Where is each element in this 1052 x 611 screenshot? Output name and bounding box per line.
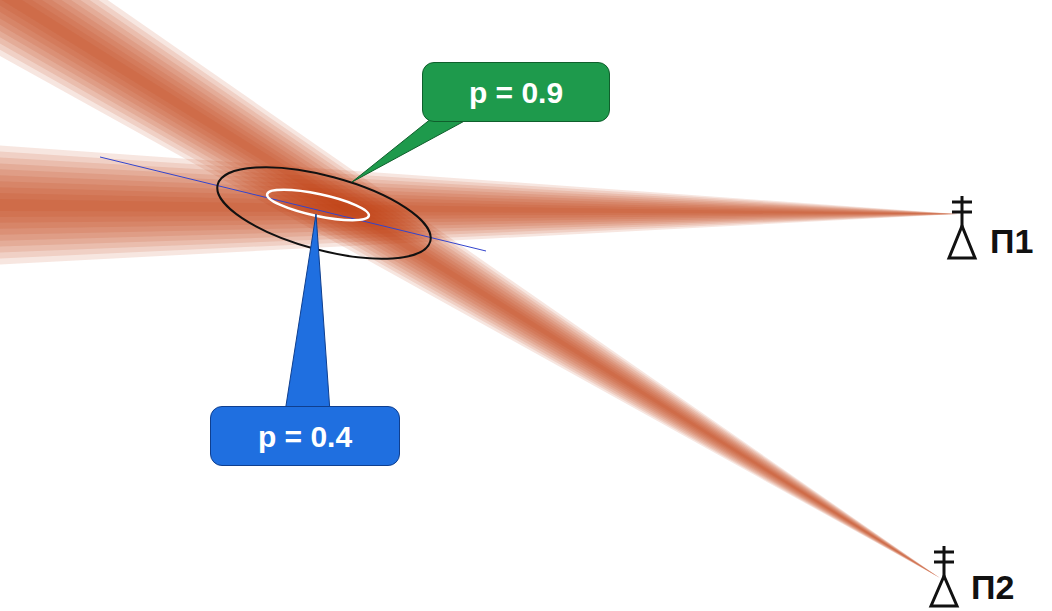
probability-label: p = 0.9: [469, 76, 563, 109]
station-name: П2: [971, 570, 1014, 604]
station-symbol: [949, 196, 975, 258]
callout-tail: [352, 118, 470, 182]
station-symbol: [931, 546, 957, 606]
callout-box: p = 0.4: [210, 406, 400, 466]
callout-tail: [285, 214, 330, 412]
bearing-fan: [0, 0, 940, 578]
callout-box: p = 0.9: [422, 62, 610, 122]
ellipse-04: [265, 183, 371, 226]
probability-label: p = 0.4: [258, 420, 352, 453]
ellipse-09: [208, 149, 440, 277]
bearing-fans: [0, 0, 958, 578]
axis-line: [100, 157, 486, 251]
fan-layer: [0, 0, 940, 578]
station-name: П1: [990, 224, 1033, 258]
